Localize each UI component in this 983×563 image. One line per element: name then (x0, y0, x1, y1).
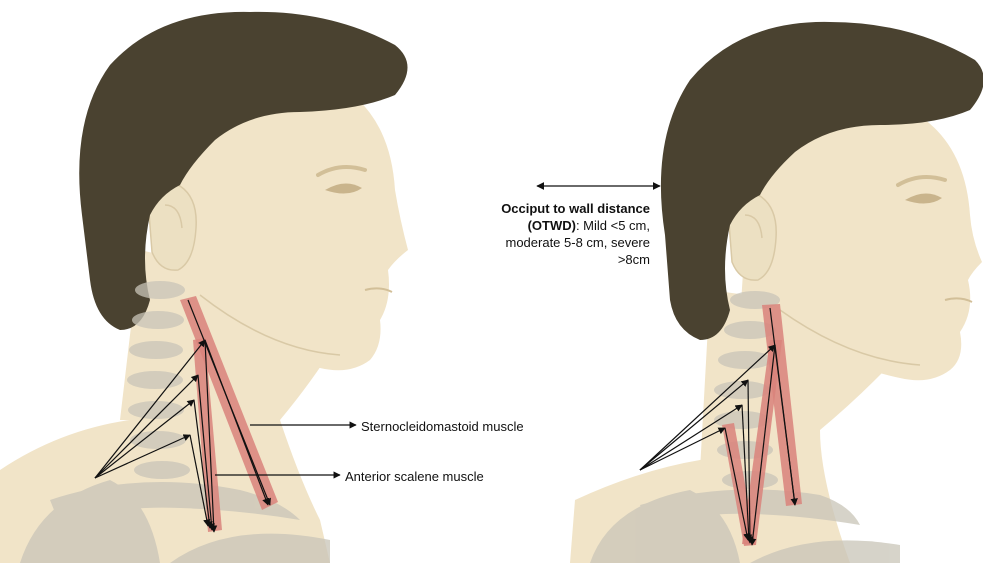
scalene-label: Anterior scalene muscle (345, 468, 484, 485)
right-figure (570, 22, 983, 563)
scm-label: Sternocleidomastoid muscle (361, 418, 524, 435)
otwd-label: Occiput to wall distance (OTWD): Mild <5… (485, 200, 650, 268)
